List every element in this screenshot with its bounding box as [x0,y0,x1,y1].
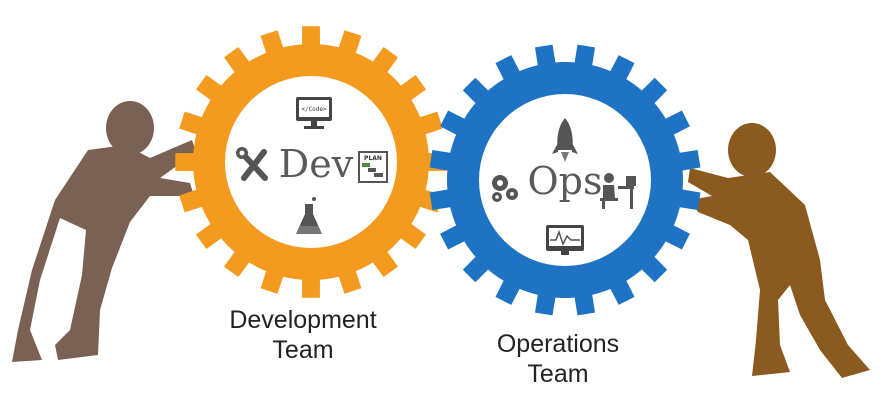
development-team-label-line1: Development [229,306,376,334]
dev-word: Dev [279,142,354,186]
plan-text: PLAN [364,155,382,162]
cogs-icon [492,175,518,202]
code-text: </Code> [301,106,327,113]
left-person-pushing [12,101,196,362]
dev-gear [175,26,447,298]
ops-gear [429,44,701,316]
ops-word: Ops [528,159,603,203]
flask-icon [296,197,322,234]
code-monitor-icon: </Code> [296,97,332,129]
development-team-label-line2: Team [272,336,333,364]
plan-board-icon: PLAN [358,151,388,183]
tools-icon [236,147,268,181]
right-person-pushing [688,123,870,378]
operations-team-label-line2: Team [527,360,588,388]
operations-team-label-line1: Operations [497,330,619,358]
operator-desk-icon [600,173,636,209]
rocket-icon [552,118,578,162]
monitor-graph-icon [546,225,584,255]
